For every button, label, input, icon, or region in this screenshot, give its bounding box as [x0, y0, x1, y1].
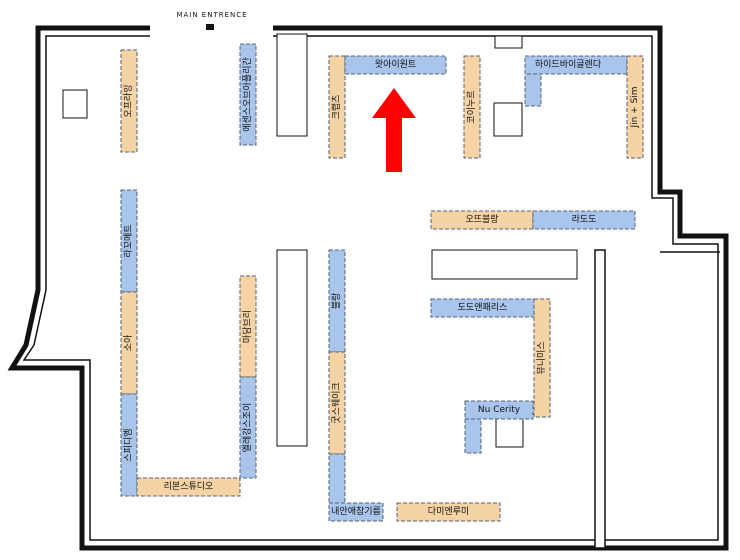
booth-15[interactable]: 내안애참기름 — [328, 453, 384, 522]
booth-1[interactable]: 에센스오브아플리간 — [239, 43, 257, 146]
booth-label: 에센스오브아플리간 — [242, 57, 253, 132]
booth-11[interactable]: 마담브리 — [239, 275, 257, 378]
booth-label: 크랩츠 — [330, 95, 342, 120]
booth-area[interactable] — [120, 49, 138, 153]
pillar-top-right-small — [494, 35, 523, 49]
booth-label: 라도도 — [572, 214, 597, 225]
booth-label: 다미엔루미 — [428, 506, 469, 517]
booth-label: 오뜨블랑 — [465, 213, 498, 225]
booth-6[interactable]: Jin + Sim — [626, 55, 644, 159]
booth-16[interactable]: 다미엔루미 — [396, 502, 501, 522]
booth-area[interactable] — [533, 298, 551, 418]
inner-wall-right — [273, 35, 719, 541]
booth-14[interactable]: 굿스웨이크 — [328, 351, 346, 455]
booth-area[interactable] — [344, 55, 447, 75]
booth-area[interactable] — [328, 453, 346, 505]
booth-area[interactable] — [239, 43, 257, 146]
booth-area[interactable] — [239, 275, 257, 378]
booth-2[interactable]: 크랩츠 — [328, 55, 346, 159]
booth-area[interactable] — [120, 393, 138, 497]
booth-label: 뮤니미스 — [536, 341, 547, 374]
booth-label: 오프라잉 — [122, 84, 134, 117]
pillar-left — [62, 89, 88, 119]
booth-7[interactable]: 라꼬메트 — [120, 189, 138, 293]
booth-20[interactable]: 뮤니미스 — [533, 298, 551, 418]
booth-17[interactable]: 오뜨블랑 — [430, 210, 534, 230]
pillar-lower-right — [495, 416, 524, 448]
booth-label: 소아 — [123, 334, 134, 351]
booth-12[interactable]: 엘레강스조이 — [239, 376, 257, 479]
booth-9[interactable]: 스피디엠 — [120, 393, 138, 497]
pillar-center-wide — [431, 249, 578, 280]
booth-area[interactable] — [532, 210, 636, 230]
booth-0[interactable]: 오프라잉 — [120, 49, 138, 153]
booth-label: 마담브리 — [241, 310, 253, 343]
booth-21[interactable]: Nu Cerity — [464, 400, 534, 454]
booth-label: Jin + Sim — [630, 86, 640, 128]
booth-label: 스피디엠 — [122, 428, 134, 461]
booth-label: 굿스웨이크 — [330, 382, 342, 423]
outer-walls — [7, 25, 729, 551]
booth-area[interactable] — [239, 376, 257, 479]
red-arrow — [372, 88, 416, 172]
booth-19[interactable]: 도도앤패리스 — [430, 298, 535, 318]
booth-label: 내안애참기름 — [331, 506, 381, 517]
structures — [62, 33, 578, 448]
booth-10[interactable]: 리본스튜디오 — [136, 477, 241, 497]
booth-label: 리본스튜디오 — [164, 481, 214, 492]
pillar-top-wall — [276, 33, 308, 137]
booth-area[interactable] — [626, 55, 644, 159]
booth-label: 코이누르 — [466, 90, 477, 123]
outer-wall-right — [273, 25, 729, 551]
booth-area[interactable] — [463, 55, 481, 159]
inner-walls — [22, 35, 720, 549]
booth-13[interactable]: 블랑 — [328, 249, 346, 353]
booth-area[interactable] — [328, 55, 346, 159]
booth-label: 왓아이원트 — [375, 59, 416, 70]
booth-label: 하이드바이글렌다 — [535, 59, 602, 70]
pillar-mid-right — [493, 102, 523, 137]
booth-18[interactable]: 라도도 — [532, 210, 636, 230]
inner-wall-left — [22, 35, 595, 541]
booth-3[interactable]: 왓아이원트 — [344, 55, 447, 75]
booth-label: 라꼬메트 — [123, 224, 134, 257]
right-partition — [594, 249, 606, 549]
booth-4[interactable]: 코이누르 — [463, 55, 481, 159]
booth-area-segment[interactable] — [328, 502, 384, 522]
booth-area[interactable] — [136, 477, 241, 497]
booth-label: Nu Cerity — [478, 405, 521, 415]
entrance-marker — [206, 24, 214, 30]
booth-area-segment[interactable] — [464, 418, 482, 454]
pillar-mid-left — [276, 249, 308, 447]
booth-area[interactable] — [396, 502, 501, 522]
arrow-up-icon — [372, 88, 416, 172]
booth-area[interactable] — [464, 400, 534, 420]
booth-8[interactable]: 소아 — [120, 291, 138, 395]
entrance-label: MAIN ENTRENCE — [176, 11, 247, 19]
booth-label: 블랑 — [330, 293, 342, 310]
main-entrance: MAIN ENTRENCE — [176, 11, 247, 30]
booth-label: 엘레강스조이 — [242, 403, 253, 453]
booth-label: 도도앤패리스 — [458, 302, 508, 313]
outer-wall-left — [7, 25, 605, 551]
booth-5[interactable]: 하이드바이글렌다 — [524, 55, 628, 107]
